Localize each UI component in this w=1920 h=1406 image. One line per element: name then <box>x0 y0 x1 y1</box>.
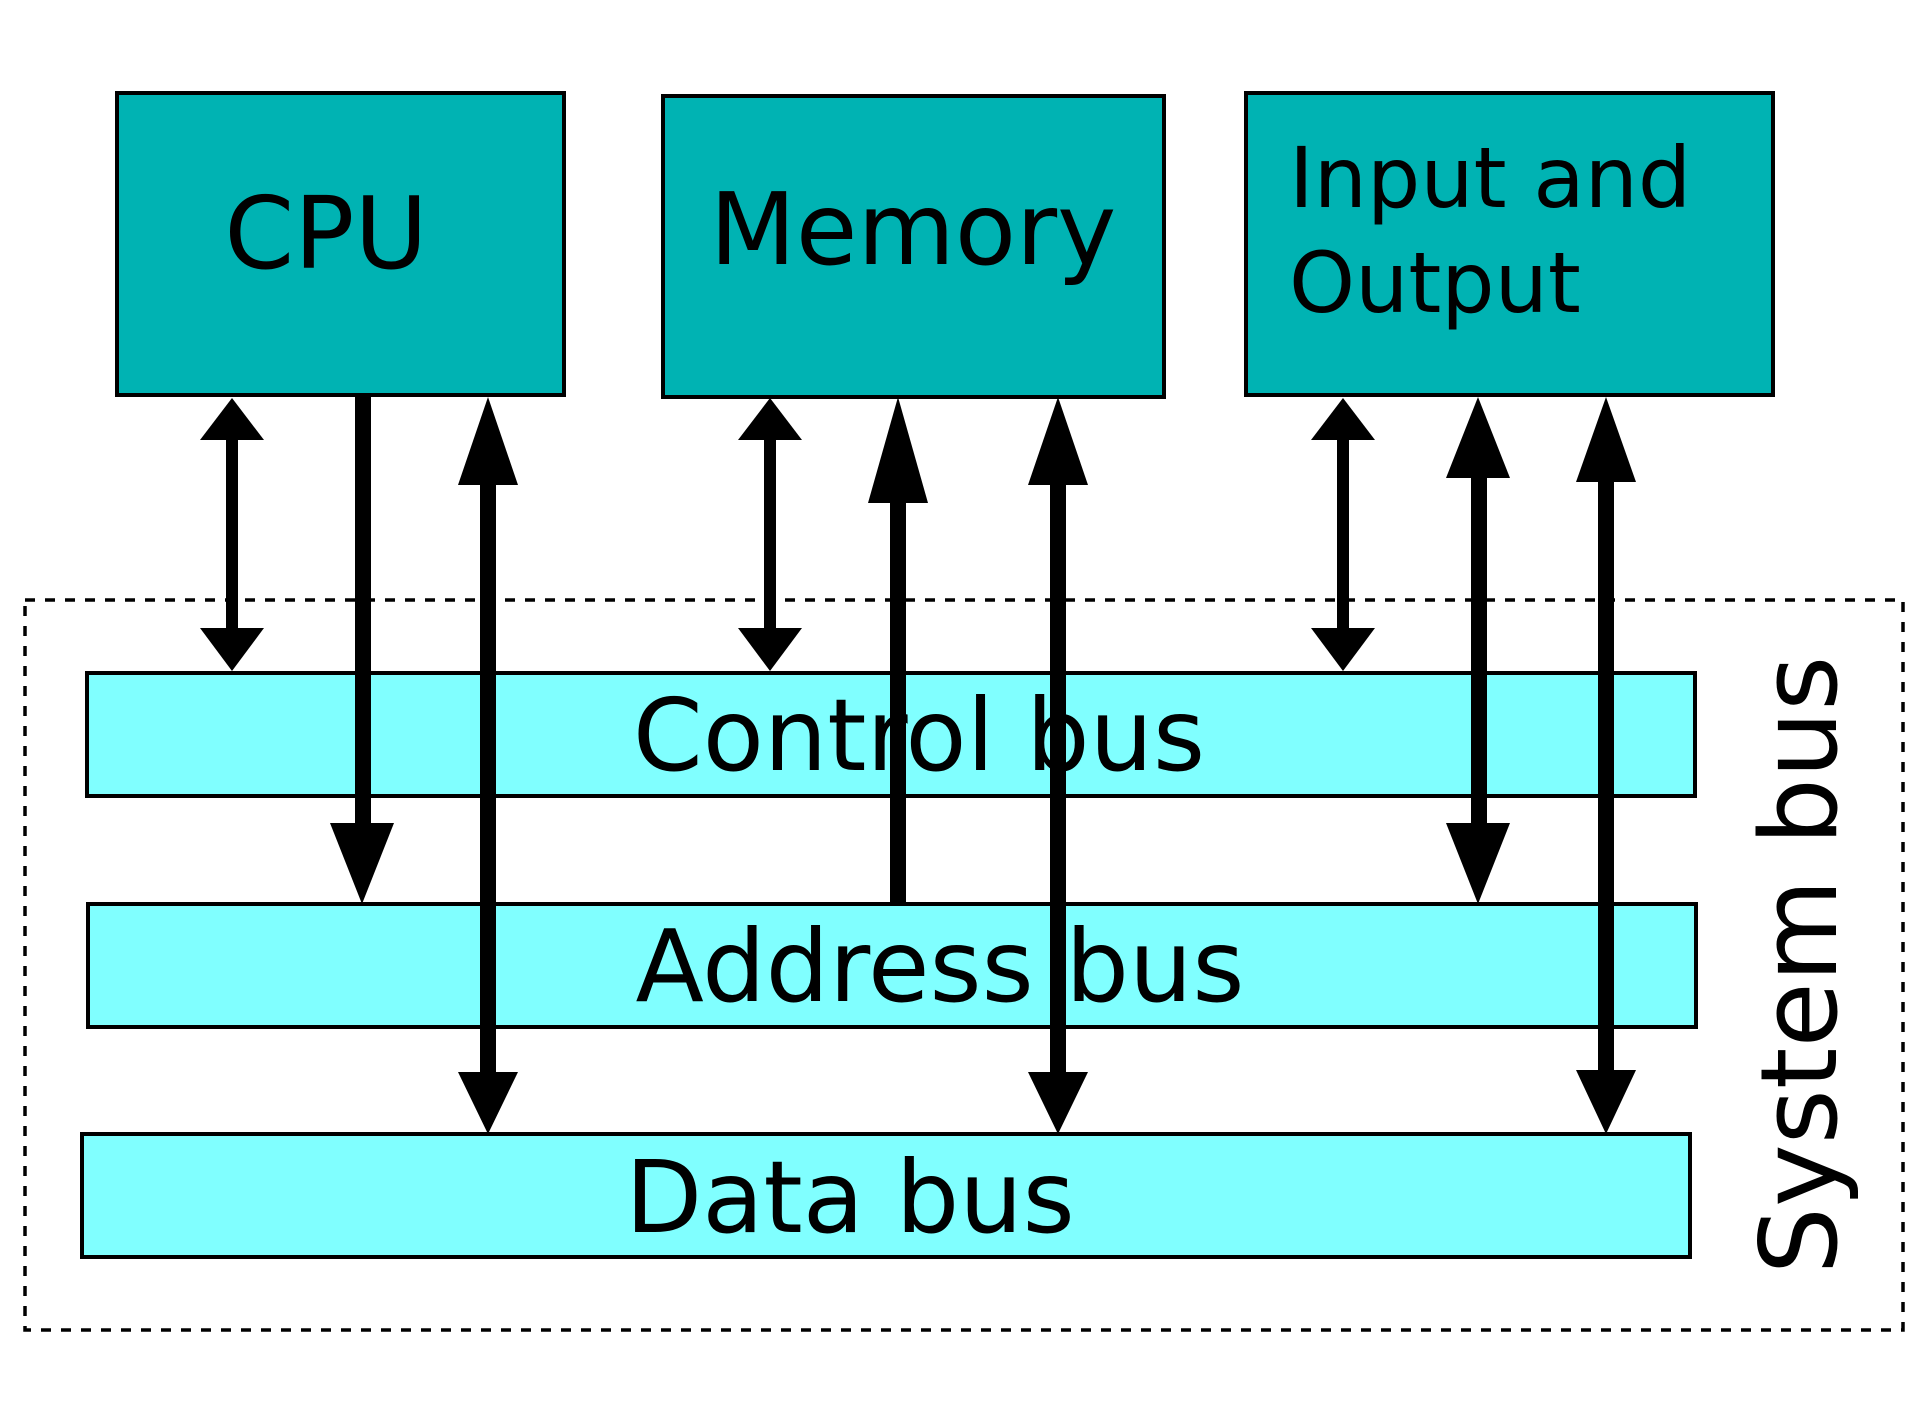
cpu-box <box>115 91 566 397</box>
io-label-line2: Output <box>1289 234 1581 332</box>
memory-data-arrowhead-down <box>1028 1072 1088 1134</box>
cpu-control-arrowhead-up <box>200 398 264 440</box>
io-control-arrowhead-down <box>1311 628 1375 671</box>
cpu-address-arrowhead-down <box>330 823 394 904</box>
data-bus-label: Data bus <box>625 1139 1075 1256</box>
cpu-label: CPU <box>224 175 427 292</box>
io-block: Input and Output <box>1244 91 1775 397</box>
system-bus-label: System bus <box>1738 656 1861 1275</box>
cpu-control-arrowhead-down <box>200 628 264 671</box>
data-bus-bar <box>80 1132 1692 1259</box>
io-box <box>1244 91 1775 397</box>
cpu-data-arrowhead-down <box>458 1072 518 1134</box>
io-address-arrowhead-down <box>1446 823 1510 904</box>
memory-block: Memory <box>661 94 1166 399</box>
system-bus-boundary <box>23 598 1905 1332</box>
io-address-arrowhead-up <box>1446 397 1510 478</box>
cpu-block: CPU <box>115 91 566 397</box>
io-control-arrowhead-up <box>1311 398 1375 440</box>
data-bus <box>80 1132 1692 1259</box>
io-data-arrowhead-up <box>1576 397 1636 482</box>
memory-control-arrowhead-up <box>738 398 802 440</box>
memory-control-arrowhead-down <box>738 628 802 671</box>
address-bus-label: Address bus <box>636 908 1245 1025</box>
memory-label: Memory <box>710 171 1117 288</box>
memory-data-arrowhead-up <box>1028 397 1088 485</box>
control-bus-label: Control bus <box>633 677 1205 794</box>
io-data-arrowhead-down <box>1576 1070 1636 1134</box>
io-label-line1: Input and <box>1289 129 1691 227</box>
connections <box>200 395 1636 1134</box>
memory-address-arrowhead-up <box>868 397 928 503</box>
cpu-data-arrowhead-up <box>458 397 518 485</box>
memory-box <box>661 94 1166 399</box>
